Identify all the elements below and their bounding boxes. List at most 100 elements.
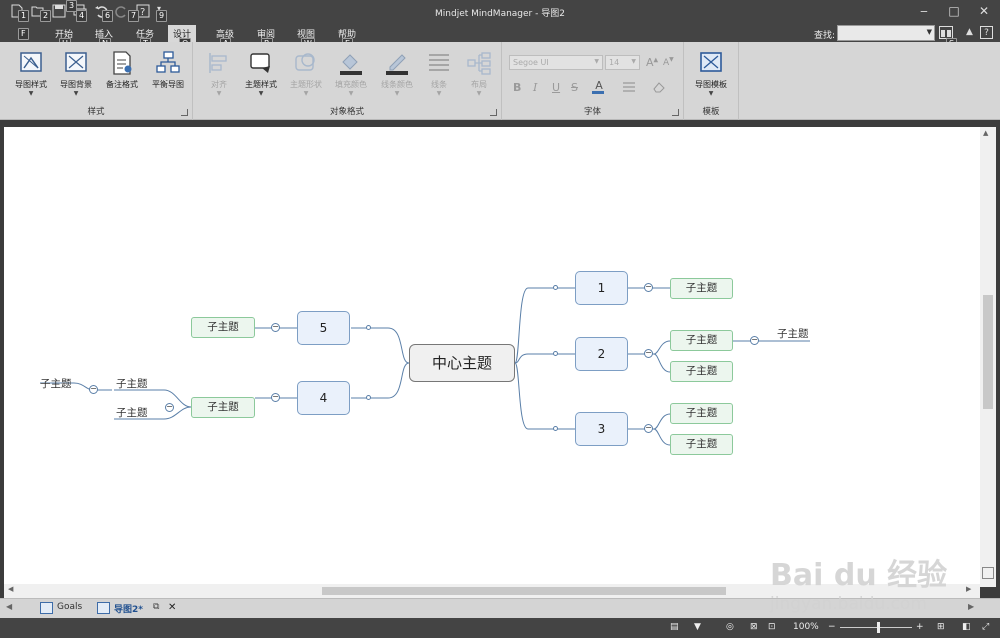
collapse-topic-1-button[interactable]: − (644, 282, 653, 292)
subtopic-3-1[interactable]: 子主题 (670, 403, 733, 424)
fullscreen-icon[interactable]: ⤢ (982, 622, 990, 632)
layers-icon[interactable]: ◎ (726, 622, 734, 632)
map-background-button[interactable]: 导图背景 ▼ (52, 50, 100, 100)
vertical-scrollbar[interactable]: ▲ (980, 127, 996, 587)
filter-icon[interactable]: ▼ (694, 622, 701, 632)
collapse-topic-4-button[interactable]: − (271, 392, 280, 402)
close-tab-button[interactable]: ✕ (168, 602, 177, 613)
notes-format-button[interactable]: 备注格式 (98, 50, 146, 100)
save-button[interactable] (52, 4, 70, 20)
collapse-ribbon-button[interactable]: ▲ (966, 27, 973, 37)
topic-5[interactable]: 5 (297, 311, 350, 345)
tab-view[interactable]: 视图 (297, 30, 316, 40)
outline-view-icon[interactable]: ▤ (670, 622, 679, 632)
doc-tab-goals[interactable]: Goals (40, 602, 82, 617)
clear-format-button[interactable] (652, 80, 666, 94)
subtopic-5-1[interactable]: 子主题 (191, 317, 255, 338)
subtopic-2-1[interactable]: 子主题 (670, 330, 733, 351)
topic-3[interactable]: 3 (575, 412, 628, 446)
doc-tab-map2[interactable]: 导图2* (97, 602, 143, 617)
topic-1[interactable]: 1 (575, 271, 628, 305)
view-options-icon[interactable]: ◧ (962, 622, 971, 632)
subtopic-1-1[interactable]: 子主题 (670, 278, 733, 299)
float-tab-icon[interactable]: ⧉ (153, 602, 160, 612)
minimize-button[interactable]: ‒ (920, 4, 928, 18)
fill-color-button[interactable]: 填充颜色 ▼ (327, 50, 375, 100)
grow-font-button[interactable]: A▲ (646, 56, 659, 69)
topic-shape-button[interactable]: 主题形状 ▼ (282, 50, 330, 100)
topic-2[interactable]: 2 (575, 337, 628, 371)
tab-review[interactable]: 审阅 (257, 30, 276, 40)
map-template-button[interactable]: 导图模板 ▼ (687, 50, 735, 100)
tab-design[interactable]: 设计 (168, 25, 197, 42)
chevron-down-icon: ▼ (394, 90, 400, 97)
layout-button[interactable]: 布局 ▼ (455, 50, 503, 100)
subtopic-3-2[interactable]: 子主题 (670, 434, 733, 455)
font-color-button[interactable]: A (590, 79, 608, 95)
align-button[interactable]: 对齐 ▼ (195, 50, 243, 100)
tab-help[interactable]: 帮助 (338, 30, 357, 40)
collapse-topic-2-button[interactable]: − (644, 348, 653, 358)
chevron-down-icon: ▼ (348, 90, 354, 97)
open-file-button[interactable] (31, 4, 49, 20)
object-format-group-launcher[interactable] (490, 109, 497, 116)
topic-style-button[interactable]: 主题样式 ▼ (237, 50, 285, 100)
italic-button[interactable]: I (533, 81, 538, 94)
tab-advanced[interactable]: 高级 (216, 30, 235, 40)
topic-4[interactable]: 4 (297, 381, 350, 415)
zoom-fit-icon[interactable]: ⊡ (768, 622, 776, 632)
line-style-button[interactable]: 线条 ▼ (415, 50, 463, 100)
eraser-icon (653, 82, 665, 93)
map-style-button[interactable]: 导图样式 ▼ (7, 50, 55, 100)
tabs-scroll-right-icon[interactable]: ▶ (968, 602, 975, 611)
subtopic-2-2[interactable]: 子主题 (670, 361, 733, 382)
help-button[interactable]: ? (980, 26, 993, 39)
font-size-dropdown[interactable]: 14 ▼ (605, 55, 640, 70)
maximize-button[interactable]: □ (948, 4, 960, 18)
close-window-button[interactable]: ✕ (978, 4, 990, 18)
zoom-slider-thumb[interactable] (877, 622, 880, 633)
subtopic-4-1-child-1[interactable]: 子主题 (116, 378, 148, 390)
line-color-button[interactable]: 线条颜色 ▼ (373, 50, 421, 100)
redo-button[interactable] (115, 4, 133, 20)
subtopic-4-1-child-2[interactable]: 子主题 (116, 407, 148, 419)
collapse-subtopic-4-1-button[interactable]: − (165, 402, 174, 412)
central-topic[interactable]: 中心主题 (409, 344, 515, 382)
horizontal-scrollbar[interactable]: ◀ ▶ (4, 584, 980, 598)
text-align-button[interactable] (622, 82, 638, 92)
tab-insert[interactable]: 插入 (95, 30, 114, 40)
font-name-dropdown[interactable]: Segoe UI ▼ (509, 55, 603, 70)
font-group-launcher[interactable] (672, 109, 679, 116)
search-input[interactable]: ▼ (837, 25, 935, 41)
customize-qat-button[interactable]: ▾ (157, 4, 162, 13)
style-group-launcher[interactable] (181, 109, 188, 116)
strikethrough-button[interactable]: S (571, 81, 578, 94)
overview-button[interactable] (982, 567, 994, 579)
zoom-slider-track[interactable] (840, 627, 912, 628)
subtopic-2-1-child[interactable]: 子主题 (777, 328, 809, 340)
underline-button[interactable]: U (552, 81, 561, 94)
collapse-topic-3-button[interactable]: − (644, 423, 653, 433)
collapse-subtopic-2-1-button[interactable]: − (750, 335, 759, 345)
bold-button[interactable]: B (513, 81, 522, 94)
fill-bucket-icon (340, 54, 362, 75)
tabs-scroll-left-icon[interactable]: ◀ (6, 602, 13, 611)
shrink-font-button[interactable]: A▼ (663, 56, 674, 68)
tab-tasks[interactable]: 任务 (136, 30, 155, 40)
vertical-scroll-thumb[interactable] (983, 295, 993, 409)
zoom-out-button[interactable]: − (828, 622, 836, 632)
nested-parent-topic[interactable]: 子主题 (40, 378, 72, 390)
horizontal-scroll-thumb[interactable] (322, 587, 726, 595)
scroll-up-icon[interactable]: ▲ (983, 129, 989, 137)
fit-map-icon[interactable]: ⊠ (750, 622, 758, 632)
zoom-in-button[interactable]: + (916, 622, 924, 632)
scroll-left-icon[interactable]: ◀ (8, 585, 14, 593)
balance-map-button[interactable]: 平衡导图 (144, 50, 192, 100)
collapse-nested-parent-button[interactable]: − (89, 384, 98, 394)
collapse-topic-5-button[interactable]: − (271, 322, 280, 332)
subtopic-4-1[interactable]: 子主题 (191, 397, 255, 418)
fit-page-icon[interactable]: ⊞ (937, 622, 945, 632)
map-canvas[interactable]: 中心主题 1 2 3 − − − 子主题 子主题 子主题 子主题 子主题 − 子… (4, 127, 980, 584)
tab-home[interactable]: 开始 (55, 30, 74, 40)
scroll-right-icon[interactable]: ▶ (966, 585, 972, 593)
